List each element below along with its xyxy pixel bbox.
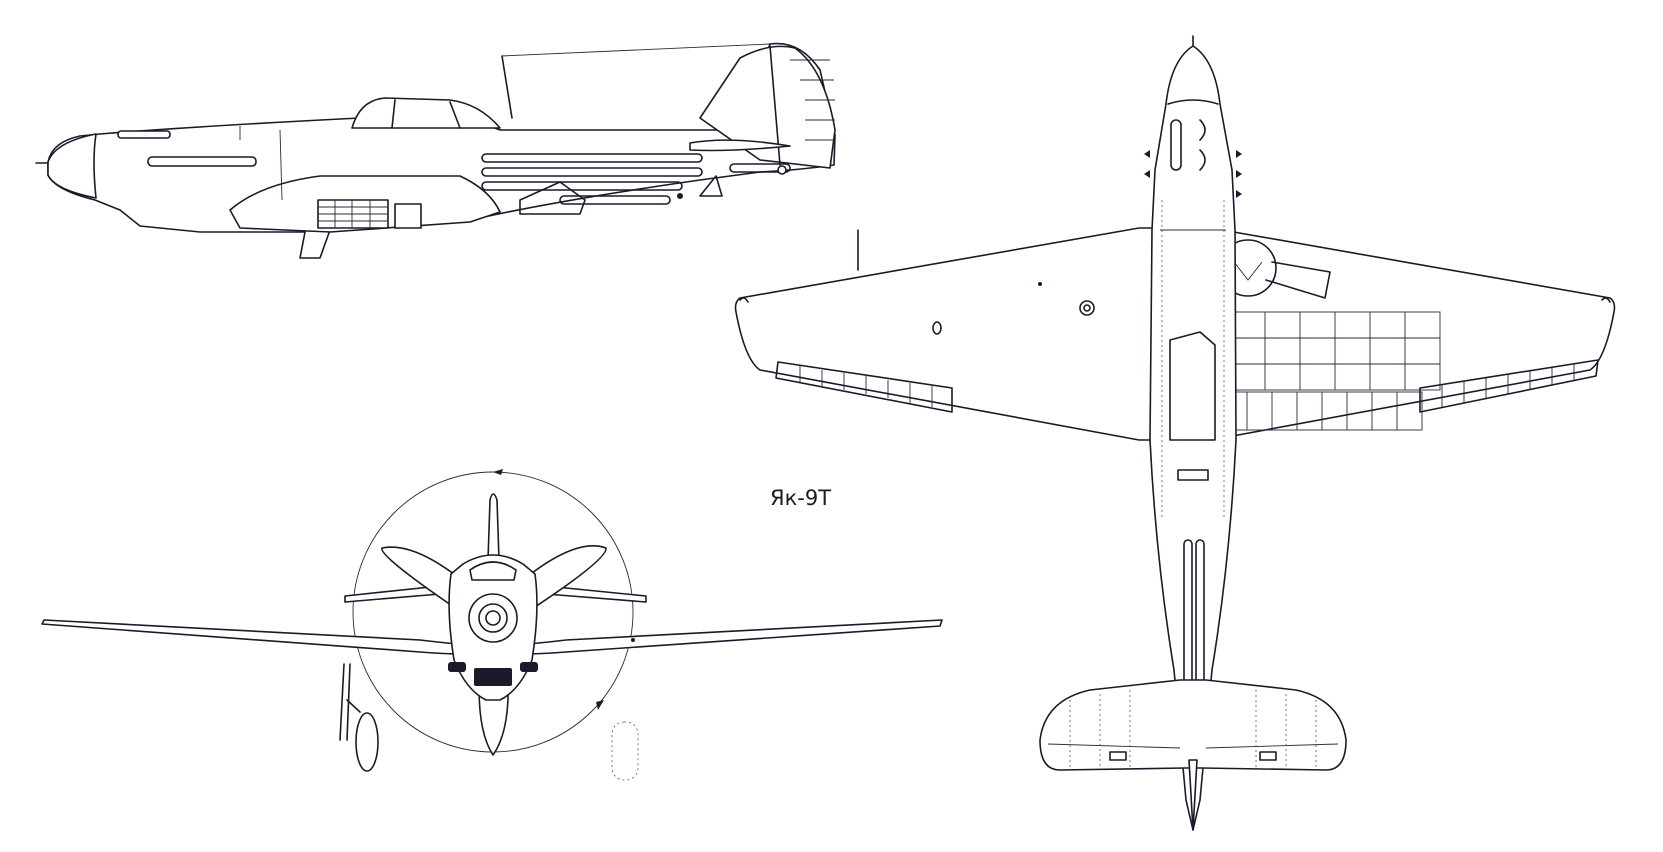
side-tailplane xyxy=(689,139,791,152)
side-canopy xyxy=(351,97,501,129)
side-louvres xyxy=(481,153,791,205)
top-view xyxy=(734,35,1616,831)
top-tailplane xyxy=(1039,679,1347,771)
front-view xyxy=(41,469,943,781)
side-fin xyxy=(699,45,836,169)
aircraft-designation-label: Як-9Т xyxy=(770,486,832,510)
front-landing-gear-wheel xyxy=(355,712,379,772)
front-fin xyxy=(487,493,500,561)
side-spinner xyxy=(47,133,97,199)
side-view xyxy=(35,42,836,259)
top-wing-panel-grid xyxy=(1221,311,1441,431)
top-cockpit xyxy=(1169,331,1216,441)
